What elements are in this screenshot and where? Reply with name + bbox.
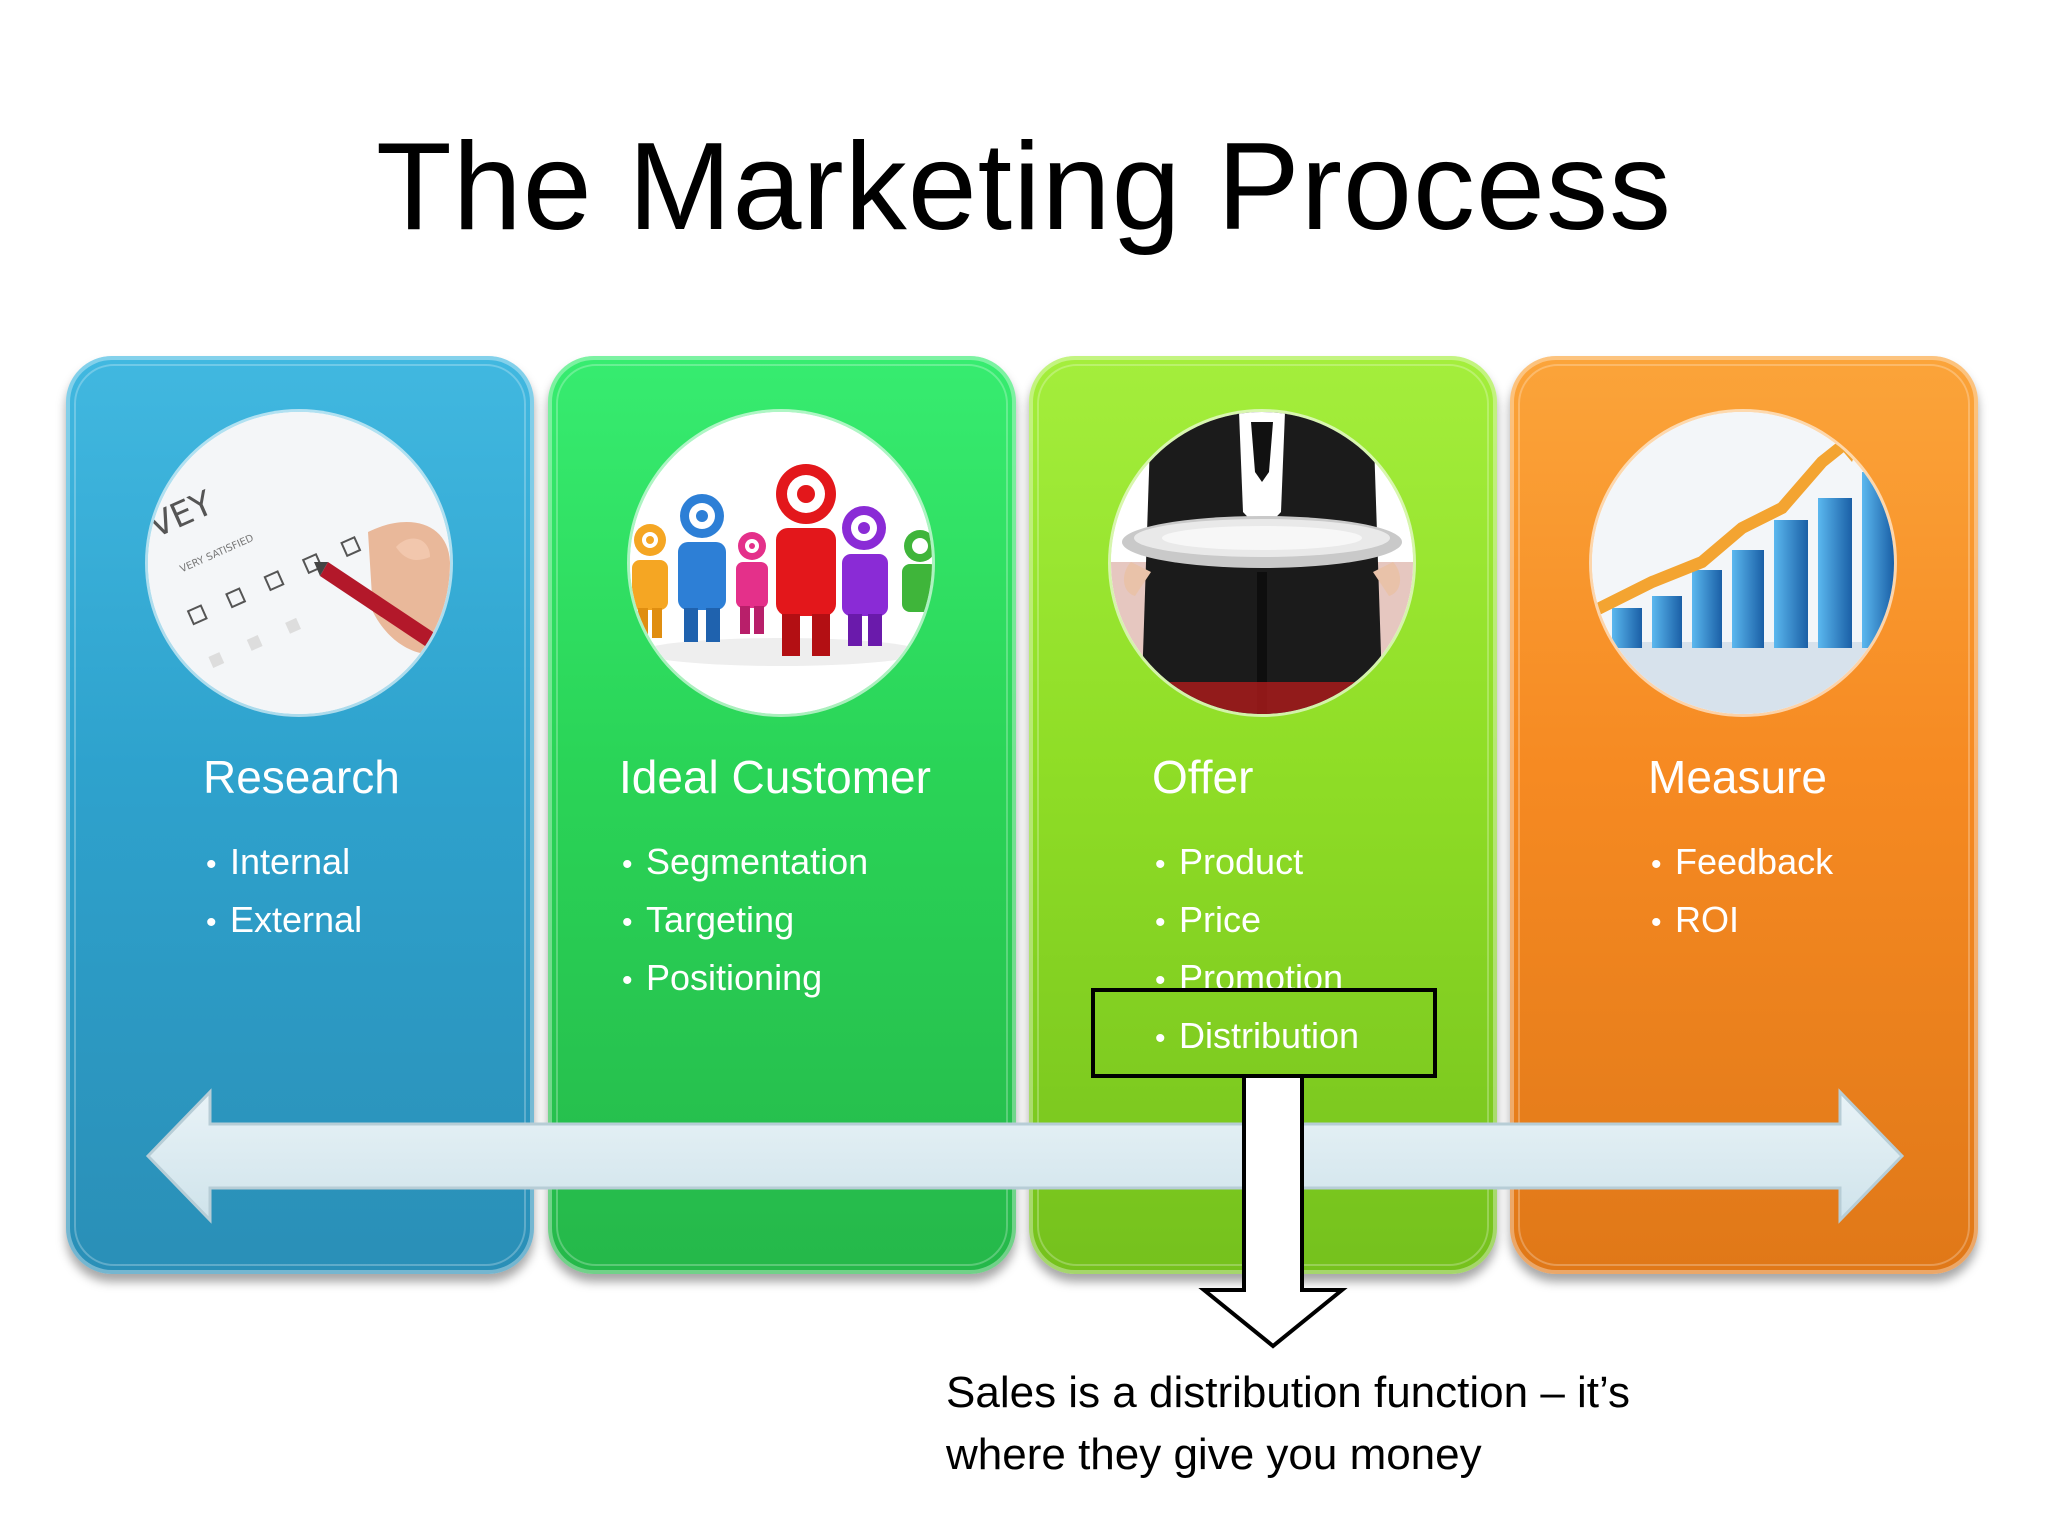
survey-letters: VEY [148, 483, 219, 546]
stage-panel-measure: Measure •Feedback •ROI [1510, 356, 1978, 1274]
bullet-item: •ROI [1651, 899, 1740, 940]
stage-heading: Measure [1648, 751, 1827, 803]
bullet-item: •Targeting [622, 899, 795, 940]
bullet-item: •Promotion [1155, 957, 1344, 998]
bullet-item: •External [206, 899, 363, 940]
stage-heading: Offer [1152, 751, 1254, 803]
bullet-item: •Internal [206, 841, 351, 882]
survey-subtext: VERY SATISFIED [178, 533, 255, 575]
target-people-image [630, 412, 932, 714]
bullet-item: •Feedback [1651, 841, 1834, 882]
bullet-list: •Feedback •ROI [1651, 834, 1833, 950]
bullet-list: •Product •Price •Promotion •Distribution [1155, 834, 1359, 1066]
survey-checkbox-image: VEY VERY SATISFIED [148, 412, 450, 714]
bullet-list: •Internal •External [206, 834, 362, 950]
slide-title: The Marketing Process [376, 118, 1672, 256]
waiter-tray-image [1111, 412, 1413, 714]
bullet-item: •Price [1155, 899, 1262, 940]
bullet-item: •Distribution [1155, 1015, 1360, 1056]
stage-heading: Ideal Customer [619, 751, 931, 803]
growth-bar-chart-image [1592, 412, 1894, 714]
distribution-callout: Sales is a distribution function – it’s … [946, 1362, 1806, 1486]
bullet-list: •Segmentation •Targeting •Positioning [622, 834, 868, 1008]
callout-line: Sales is a distribution function – it’s [946, 1368, 1630, 1417]
stage-panel-research: VEY VERY SATISFIED Research •I [66, 356, 534, 1274]
callout-line: where they give you money [946, 1430, 1482, 1479]
bullet-item: •Segmentation [622, 841, 869, 882]
stage-heading: Research [203, 751, 400, 803]
bullet-item: •Positioning [622, 957, 823, 998]
stage-panel-ideal-customer: Ideal Customer •Segmentation •Targeting … [548, 356, 1016, 1274]
bullet-item: •Product [1155, 841, 1304, 882]
stage-panel-offer: Offer •Product •Price •Promotion •Distri… [1029, 356, 1497, 1274]
